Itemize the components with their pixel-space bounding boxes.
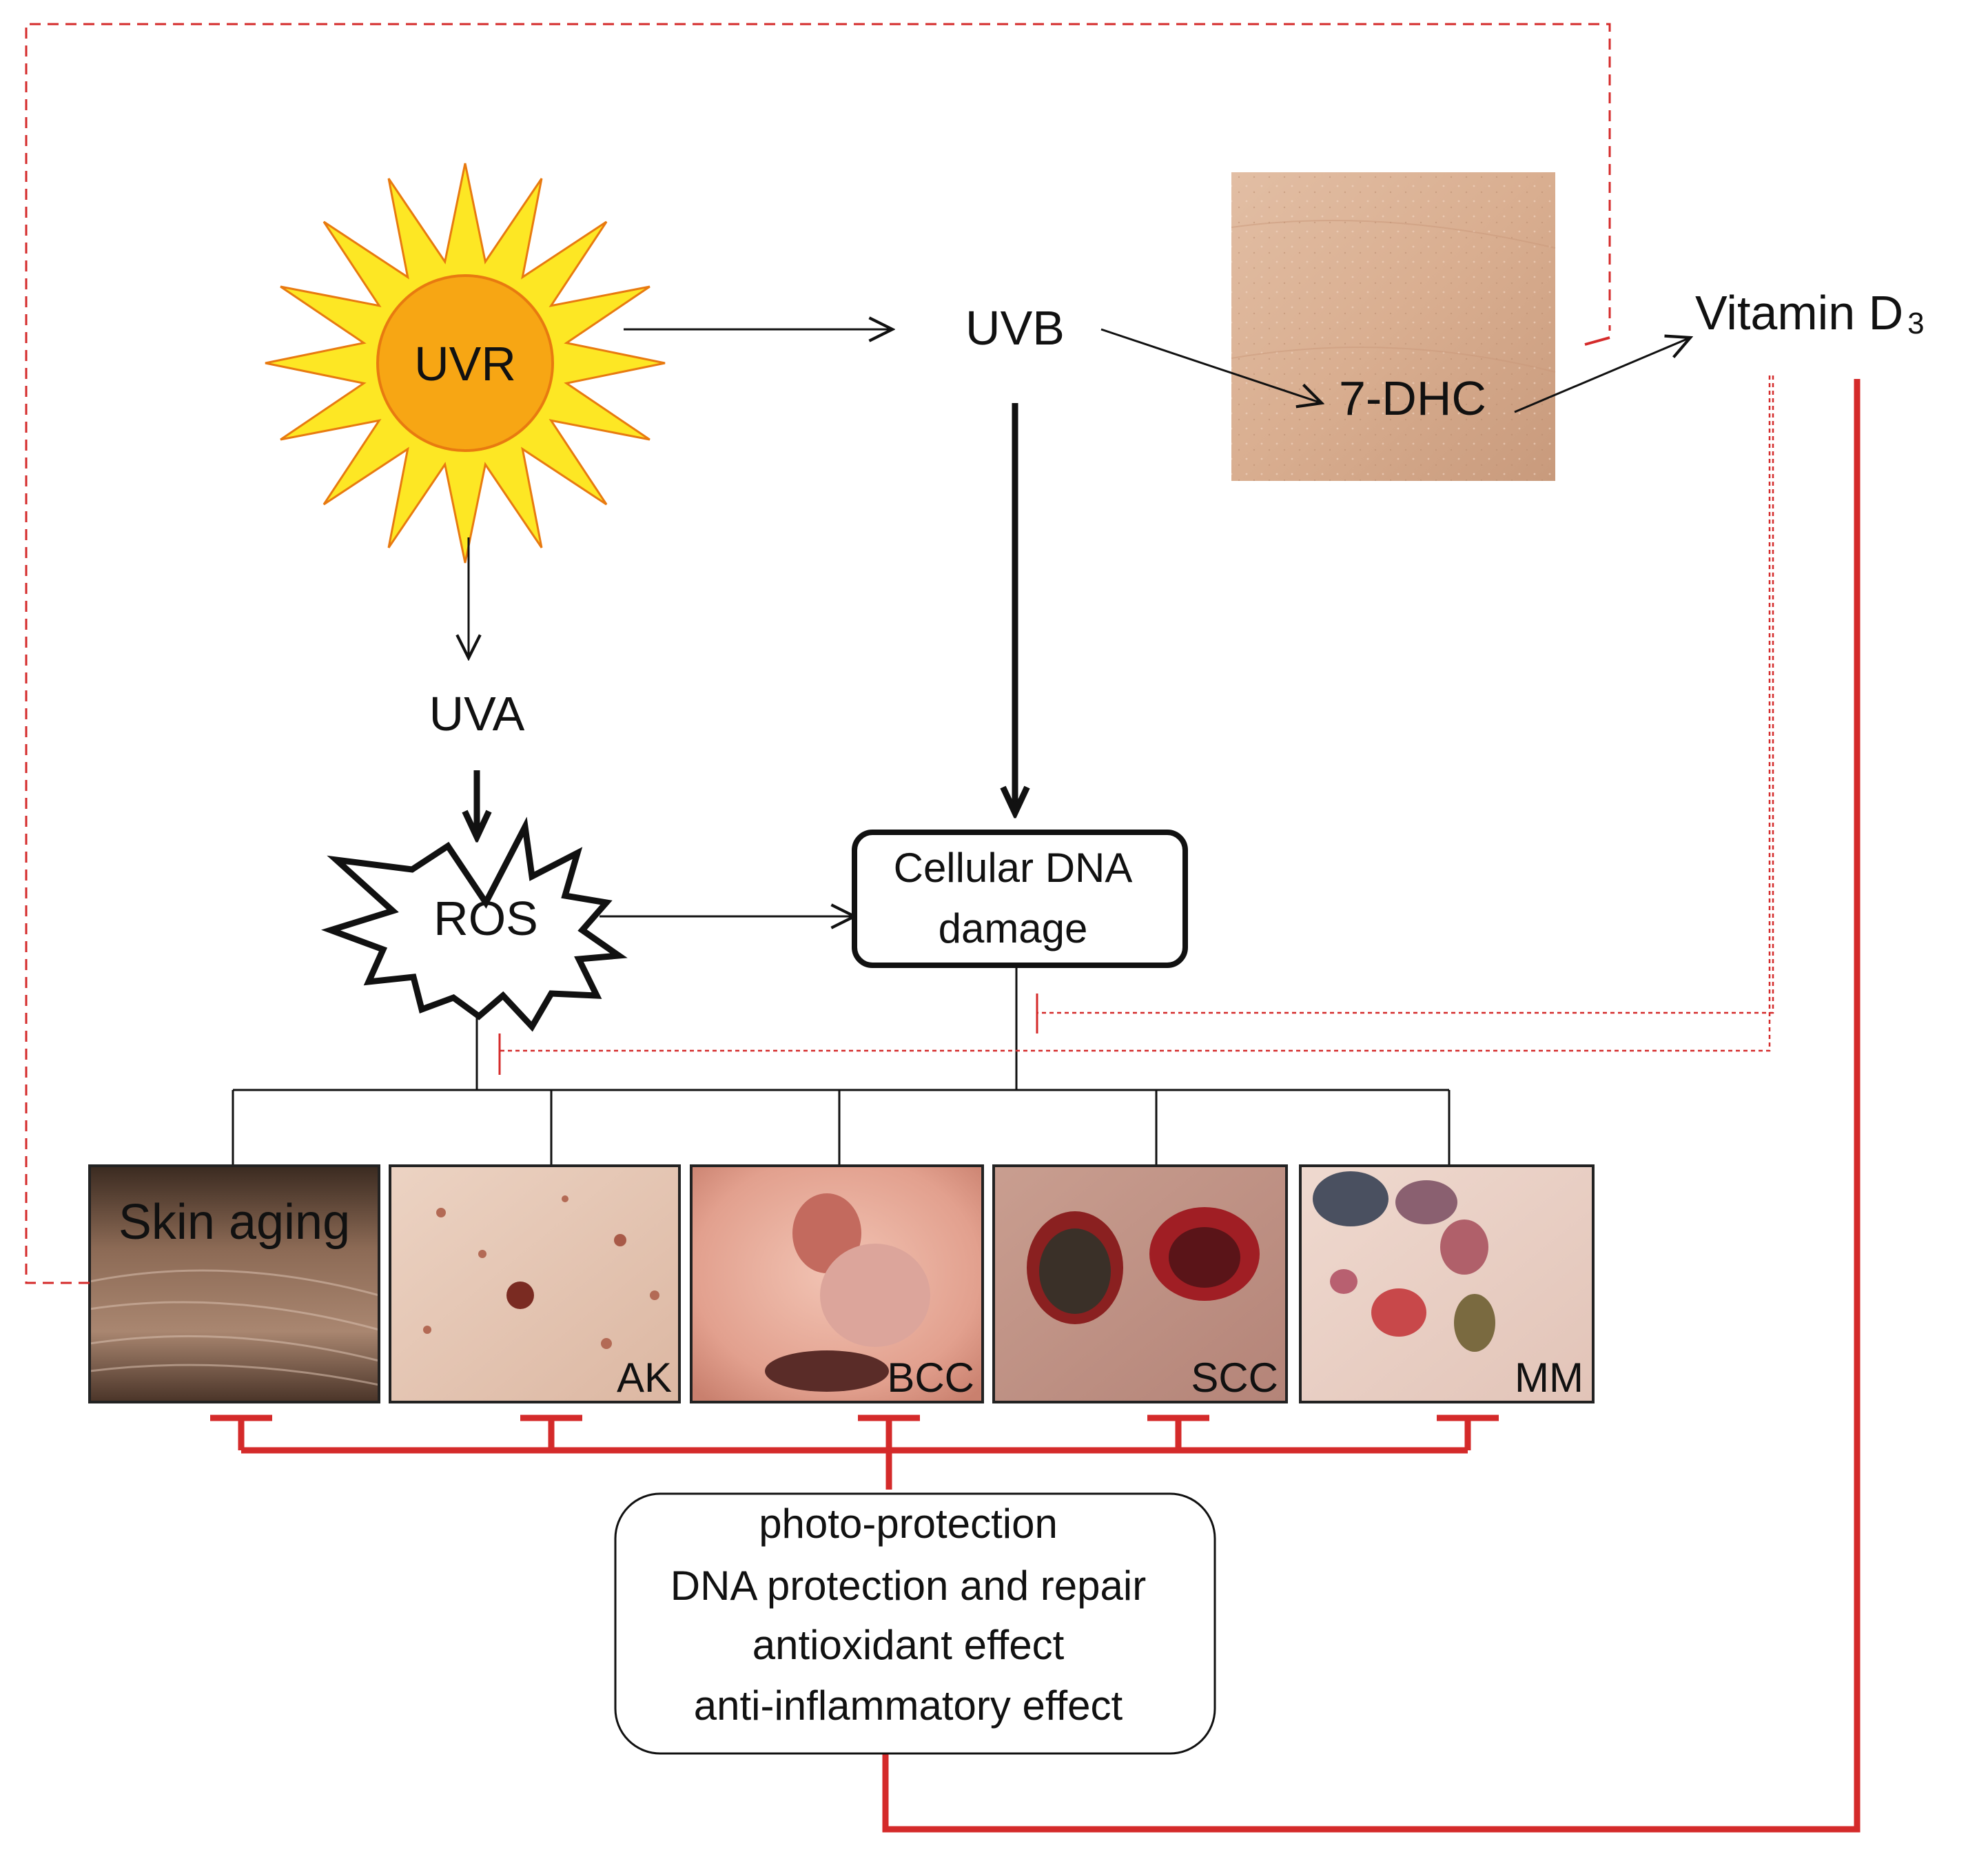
outcome-connector-tree [232, 965, 1451, 1166]
effect-item: antioxidant effect [752, 1622, 1065, 1668]
uvr-label: UVR [414, 337, 516, 391]
photo-ak [389, 1164, 681, 1403]
skin-photo-7dhc [1231, 172, 1556, 481]
vitamin-d-dashed-inhibition [25, 23, 1774, 1284]
mm-label: MM [1515, 1355, 1584, 1401]
vitamin-d-inhibition-bracket [210, 379, 1861, 1833]
ros-label: ROS [433, 892, 538, 945]
effect-item: anti-inflammatory effect [694, 1683, 1123, 1729]
uva-label: UVA [429, 687, 525, 741]
photo-scc [992, 1164, 1288, 1403]
dna-damage-line2: damage [939, 905, 1088, 951]
photo-skin-aging [88, 1164, 380, 1403]
photo-bcc [690, 1164, 984, 1403]
arrow-uvb-to-7dhc [1100, 328, 1322, 403]
sun-icon [265, 163, 666, 564]
photo-mm [1299, 1164, 1595, 1403]
ak-label: AK [617, 1355, 672, 1401]
effect-item: photo-protection [759, 1501, 1058, 1547]
dna-damage-line1: Cellular DNA [894, 845, 1133, 891]
ros-burst-shape [321, 816, 628, 1032]
skin-aging-label: Skin aging [119, 1195, 350, 1250]
effect-item: DNA protection and repair [670, 1563, 1146, 1609]
protective-effects-box [614, 1492, 1216, 1755]
scc-label: SCC [1191, 1355, 1278, 1401]
uvb-label: UVB [965, 301, 1065, 355]
dhc-label: 7-DHC [1339, 371, 1486, 425]
dna-damage-box [852, 830, 1188, 968]
arrow-7dhc-to-vitamin-d [1514, 338, 1690, 413]
bcc-label: BCC [887, 1355, 974, 1401]
